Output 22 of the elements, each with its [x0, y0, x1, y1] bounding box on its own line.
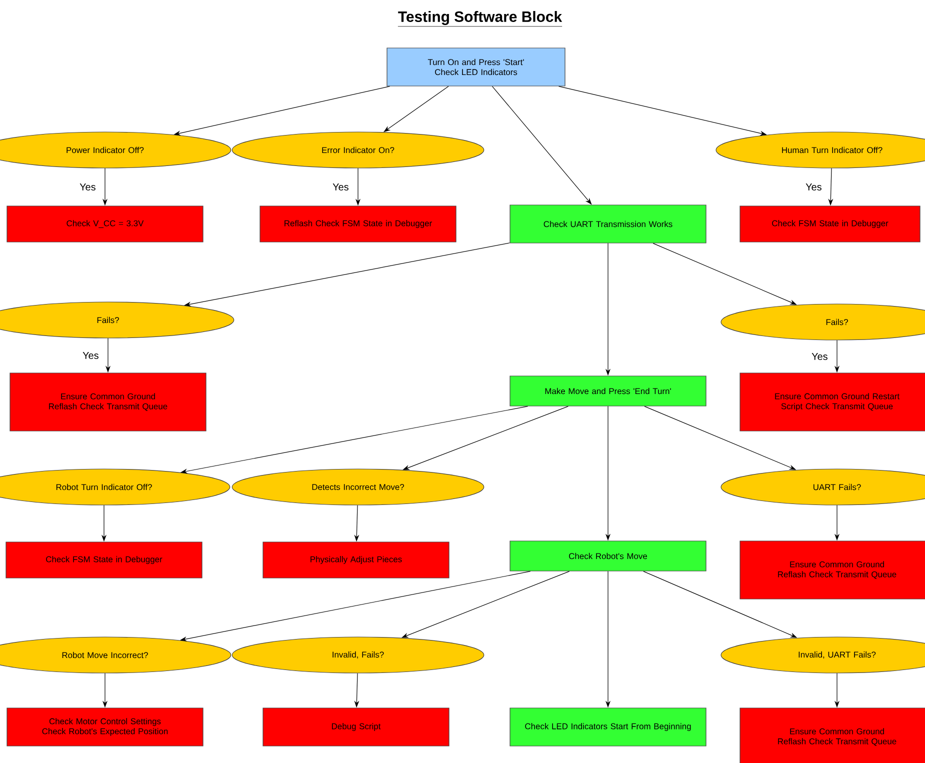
- process-box: Check LED Indicators Start From Beginning: [510, 708, 706, 746]
- edge-label: Yes: [80, 184, 96, 190]
- action-box: Ensure Common Ground Reflash Check Transmit Queue: [740, 540, 925, 600]
- title: Testing Software Block: [398, 11, 562, 27]
- edge-label: Yes: [812, 353, 828, 360]
- action-box: Ensure Common Ground Restart Script Check Transmit Queue: [740, 372, 925, 432]
- action-box: Check Motor Control Settings Check Robot's Expected Position: [6, 708, 204, 746]
- process-box: Check UART Transmission Works: [510, 204, 706, 244]
- action-box: Check FSM State in Debugger: [740, 206, 920, 242]
- action-box: Ensure Common Ground Reflash Check Transmit Queue: [740, 708, 925, 763]
- process-box: Turn On and Press 'Start' Check LED Indicators: [386, 48, 566, 86]
- action-box: Check V_CC = 3.3V: [6, 206, 204, 242]
- action-box: Reflash Check FSM State in Debugger: [260, 206, 456, 242]
- action-box: Debug Script: [262, 708, 450, 746]
- process-box: Make Move and Press 'End Turn': [510, 376, 706, 406]
- process-box: Check Robot's Move: [510, 540, 706, 572]
- edge-label: Yes: [806, 184, 822, 190]
- action-box: Physically Adjust Pieces: [262, 542, 450, 578]
- action-box: Ensure Common Ground Reflash Check Transmit Queue: [10, 372, 206, 432]
- edge-label: Yes: [82, 352, 98, 359]
- edge-label: Yes: [332, 184, 348, 190]
- action-box: Check FSM State in Debugger: [6, 542, 202, 578]
